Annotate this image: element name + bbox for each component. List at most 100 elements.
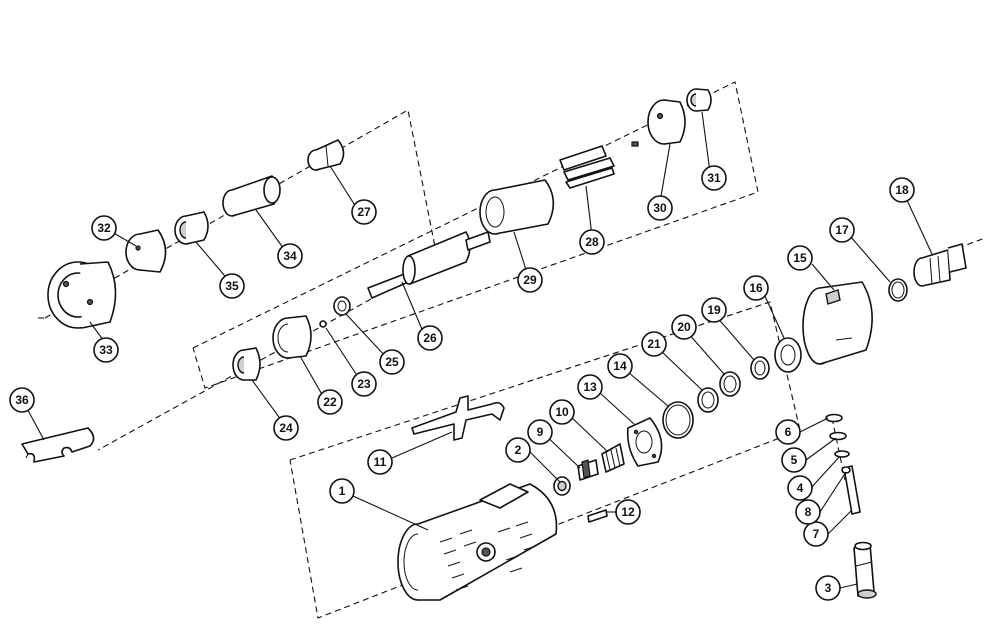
- part-3-throttle-valve: [853, 541, 877, 599]
- balloon-24-label: 24: [279, 421, 293, 435]
- balloon-29: 29: [517, 267, 543, 293]
- balloon-13: 13: [577, 374, 603, 400]
- balloon-10: 10: [549, 399, 575, 425]
- part-5-o-ring: [829, 431, 847, 441]
- part-35-bearing: [174, 211, 209, 245]
- balloon-27: 27: [351, 199, 377, 225]
- part-13-valve-plate: [626, 417, 663, 467]
- balloon-2-label: 2: [515, 443, 522, 457]
- part-33-end-plate: [47, 261, 117, 329]
- part-28-vanes: [559, 145, 615, 189]
- balloon-18-label: 18: [895, 183, 909, 197]
- balloon-6: 6: [775, 419, 801, 445]
- part-17-o-ring: [888, 278, 908, 302]
- balloon-9-label: 9: [537, 425, 544, 439]
- balloon-26: 26: [417, 325, 443, 351]
- part-6-retaining-ring: [825, 413, 843, 423]
- part-2-washer: [553, 476, 571, 496]
- balloon-22: 22: [317, 389, 343, 415]
- balloon-19: 19: [701, 297, 727, 323]
- balloon-24: 24: [273, 415, 299, 441]
- balloon-1: 1: [329, 478, 355, 504]
- balloon-16-label: 16: [749, 281, 763, 295]
- balloon-4: 4: [787, 475, 813, 501]
- balloon-32-label: 32: [97, 221, 111, 235]
- part-20-ring: [719, 371, 741, 397]
- part-22-retainer: [272, 315, 312, 359]
- balloon-21: 21: [641, 331, 667, 357]
- balloon-29-label: 29: [523, 273, 537, 287]
- upper-rotor-group-outline: [44, 109, 439, 451]
- balloon-8: 8: [795, 499, 821, 525]
- part-1-motor-housing: [397, 483, 558, 601]
- part-23-pin: [319, 320, 327, 328]
- balloon-23-label: 23: [357, 377, 371, 391]
- balloon-27-label: 27: [357, 205, 371, 219]
- leader-lines: [23, 111, 933, 589]
- balloon-13-label: 13: [583, 380, 597, 394]
- part-7-valve-stem: [843, 465, 861, 515]
- part-29-cylinder: [479, 179, 555, 235]
- balloon-6-label: 6: [785, 425, 792, 439]
- balloon-30: 30: [647, 195, 673, 221]
- part-25-washer: [333, 296, 351, 316]
- balloon-3: 3: [815, 575, 841, 601]
- part-30-rear-plate: [631, 99, 686, 147]
- balloon-34: 34: [277, 243, 303, 269]
- balloons: 1 2 3 4 5 6 7 8 9 10 11 12 13 14 15 16 1…: [9, 165, 915, 601]
- balloon-17: 17: [829, 217, 855, 243]
- balloon-30-label: 30: [653, 201, 667, 215]
- housing-grip-pattern: [439, 521, 537, 591]
- balloon-33-label: 33: [99, 343, 113, 357]
- balloon-5-label: 5: [791, 453, 798, 467]
- part-12-pin: [587, 509, 608, 523]
- balloon-26-label: 26: [423, 331, 437, 345]
- part-27-shaft-nut: [307, 139, 345, 171]
- part-19-ring: [750, 356, 770, 380]
- part-11-lever: [411, 395, 505, 441]
- part-10-spring: [601, 443, 625, 473]
- part-15-housing-cap: [802, 281, 873, 365]
- balloon-11: 11: [367, 449, 393, 475]
- balloon-2: 2: [505, 437, 531, 463]
- balloon-16: 16: [743, 275, 769, 301]
- balloon-20: 20: [671, 314, 697, 340]
- part-18-inlet-bushing: [913, 243, 967, 287]
- balloon-18: 18: [889, 177, 915, 203]
- housing-group-outline: [289, 301, 801, 619]
- part-32-rear-plate: [125, 229, 167, 273]
- balloon-8-label: 8: [805, 505, 812, 519]
- balloon-7-label: 7: [813, 527, 820, 541]
- balloon-1-label: 1: [339, 484, 346, 498]
- balloon-9: 9: [527, 419, 553, 445]
- balloon-36-label: 36: [15, 393, 29, 407]
- balloon-17-label: 17: [835, 223, 849, 237]
- balloon-14: 14: [607, 353, 633, 379]
- part-26-rotor-shaft: [367, 231, 491, 299]
- part-4-o-ring: [834, 450, 850, 458]
- balloon-15: 15: [787, 245, 813, 271]
- balloon-12-label: 12: [621, 505, 635, 519]
- balloon-34-label: 34: [283, 249, 297, 263]
- parts: [21, 88, 967, 601]
- part-34-spacer: [222, 175, 281, 217]
- balloon-3-label: 3: [825, 581, 832, 595]
- balloon-12: 12: [615, 499, 641, 525]
- motor-group-outline: [192, 81, 759, 389]
- balloon-22-label: 22: [323, 395, 337, 409]
- balloon-33: 33: [93, 337, 119, 363]
- balloon-20-label: 20: [677, 320, 691, 334]
- balloon-21-label: 21: [647, 337, 661, 351]
- balloon-11-label: 11: [374, 455, 387, 469]
- balloon-35-label: 35: [225, 279, 239, 293]
- balloon-28: 28: [579, 229, 605, 255]
- balloon-31-label: 31: [707, 171, 721, 185]
- part-31-bearing: [686, 88, 712, 112]
- part-21-ring: [697, 387, 719, 413]
- balloon-32: 32: [91, 215, 117, 241]
- balloon-36: 36: [9, 387, 35, 413]
- balloon-10-label: 10: [555, 405, 569, 419]
- balloon-23: 23: [351, 371, 377, 397]
